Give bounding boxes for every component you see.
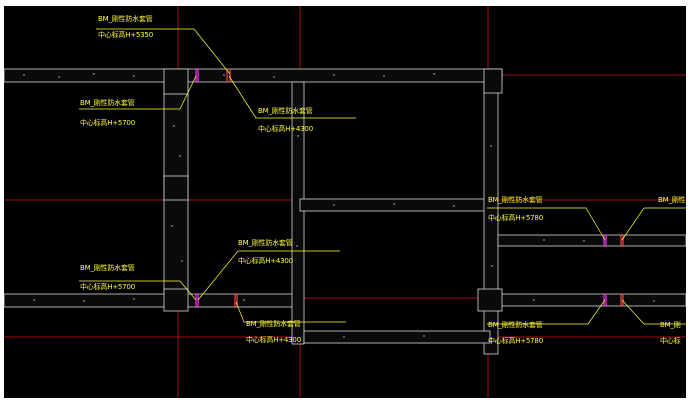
annotation-label-elevation: 中心标高H+4300 [238,257,293,265]
wall-right-upper [497,234,686,247]
annotation-label-name: BM_刚性 [658,196,686,204]
annotation-label-name: BM_刚 [660,321,681,329]
walls [4,68,686,355]
column [163,288,189,312]
leader-line [235,301,346,323]
wall-bottom-left [4,293,301,308]
wall-center-vertical [291,81,305,345]
leader-lines [79,28,686,325]
sleeve [195,294,199,307]
annotation-label-elevation: 中心标高H+5780 [488,337,543,345]
pipe-sleeves [195,69,624,307]
annotation-label-elevation: 中心标高H+5700 [80,283,135,291]
column [477,288,503,312]
annotation-label-name: BM_刚性防水套管 [80,99,135,107]
drawing-viewport[interactable]: BM_刚性防水套管 中心标高H+5350 BM_刚性防水套管 中心标高H+570… [4,6,686,398]
sleeve [603,235,607,246]
leader-line [79,280,197,301]
annotation-label-name: BM_刚性防水套管 [238,239,293,247]
sleeve [195,69,199,82]
sleeve [620,235,624,246]
annotation-label-elevation: 中心标高H+5780 [488,214,543,222]
sleeve [226,69,231,82]
leader-line [621,207,686,241]
annotation-label-elevation: 中心标 [660,337,681,345]
annotation-label-elevation: 中心标高H+5350 [98,31,153,39]
leader-line [487,299,606,325]
column [483,68,503,94]
sleeve [603,294,607,306]
annotation-label-name: BM_刚性防水套管 [246,320,301,328]
annotation-label-name: BM_刚性防水套管 [98,15,153,23]
wall-middle-horizontal [299,198,497,212]
leader-line [621,299,686,325]
annotation-label-elevation: 中心标高H+5700 [80,119,135,127]
column [163,68,189,95]
leader-line [228,75,356,119]
wall-right-lower [497,293,686,307]
cad-drawing-canvas[interactable] [4,6,686,398]
wall-bottom-center [303,330,491,344]
annotation-label-name: BM_刚性防水套管 [488,196,543,204]
annotation-label-elevation: 中心标高H+4300 [246,336,301,344]
sleeve [620,294,624,306]
annotation-label-elevation: 中心标高H+4300 [258,125,313,133]
leader-line [197,250,239,301]
leader-line [79,75,197,110]
annotation-label-name: BM_刚性防水套管 [80,264,135,272]
annotation-label-name: BM_刚性防水套管 [488,321,543,329]
column [163,175,189,201]
annotation-label-name: BM_刚性防水套管 [258,107,313,115]
leader-line [487,207,606,241]
wall-top [4,68,503,83]
leader-line [96,28,231,75]
wall-hatching [23,73,655,338]
